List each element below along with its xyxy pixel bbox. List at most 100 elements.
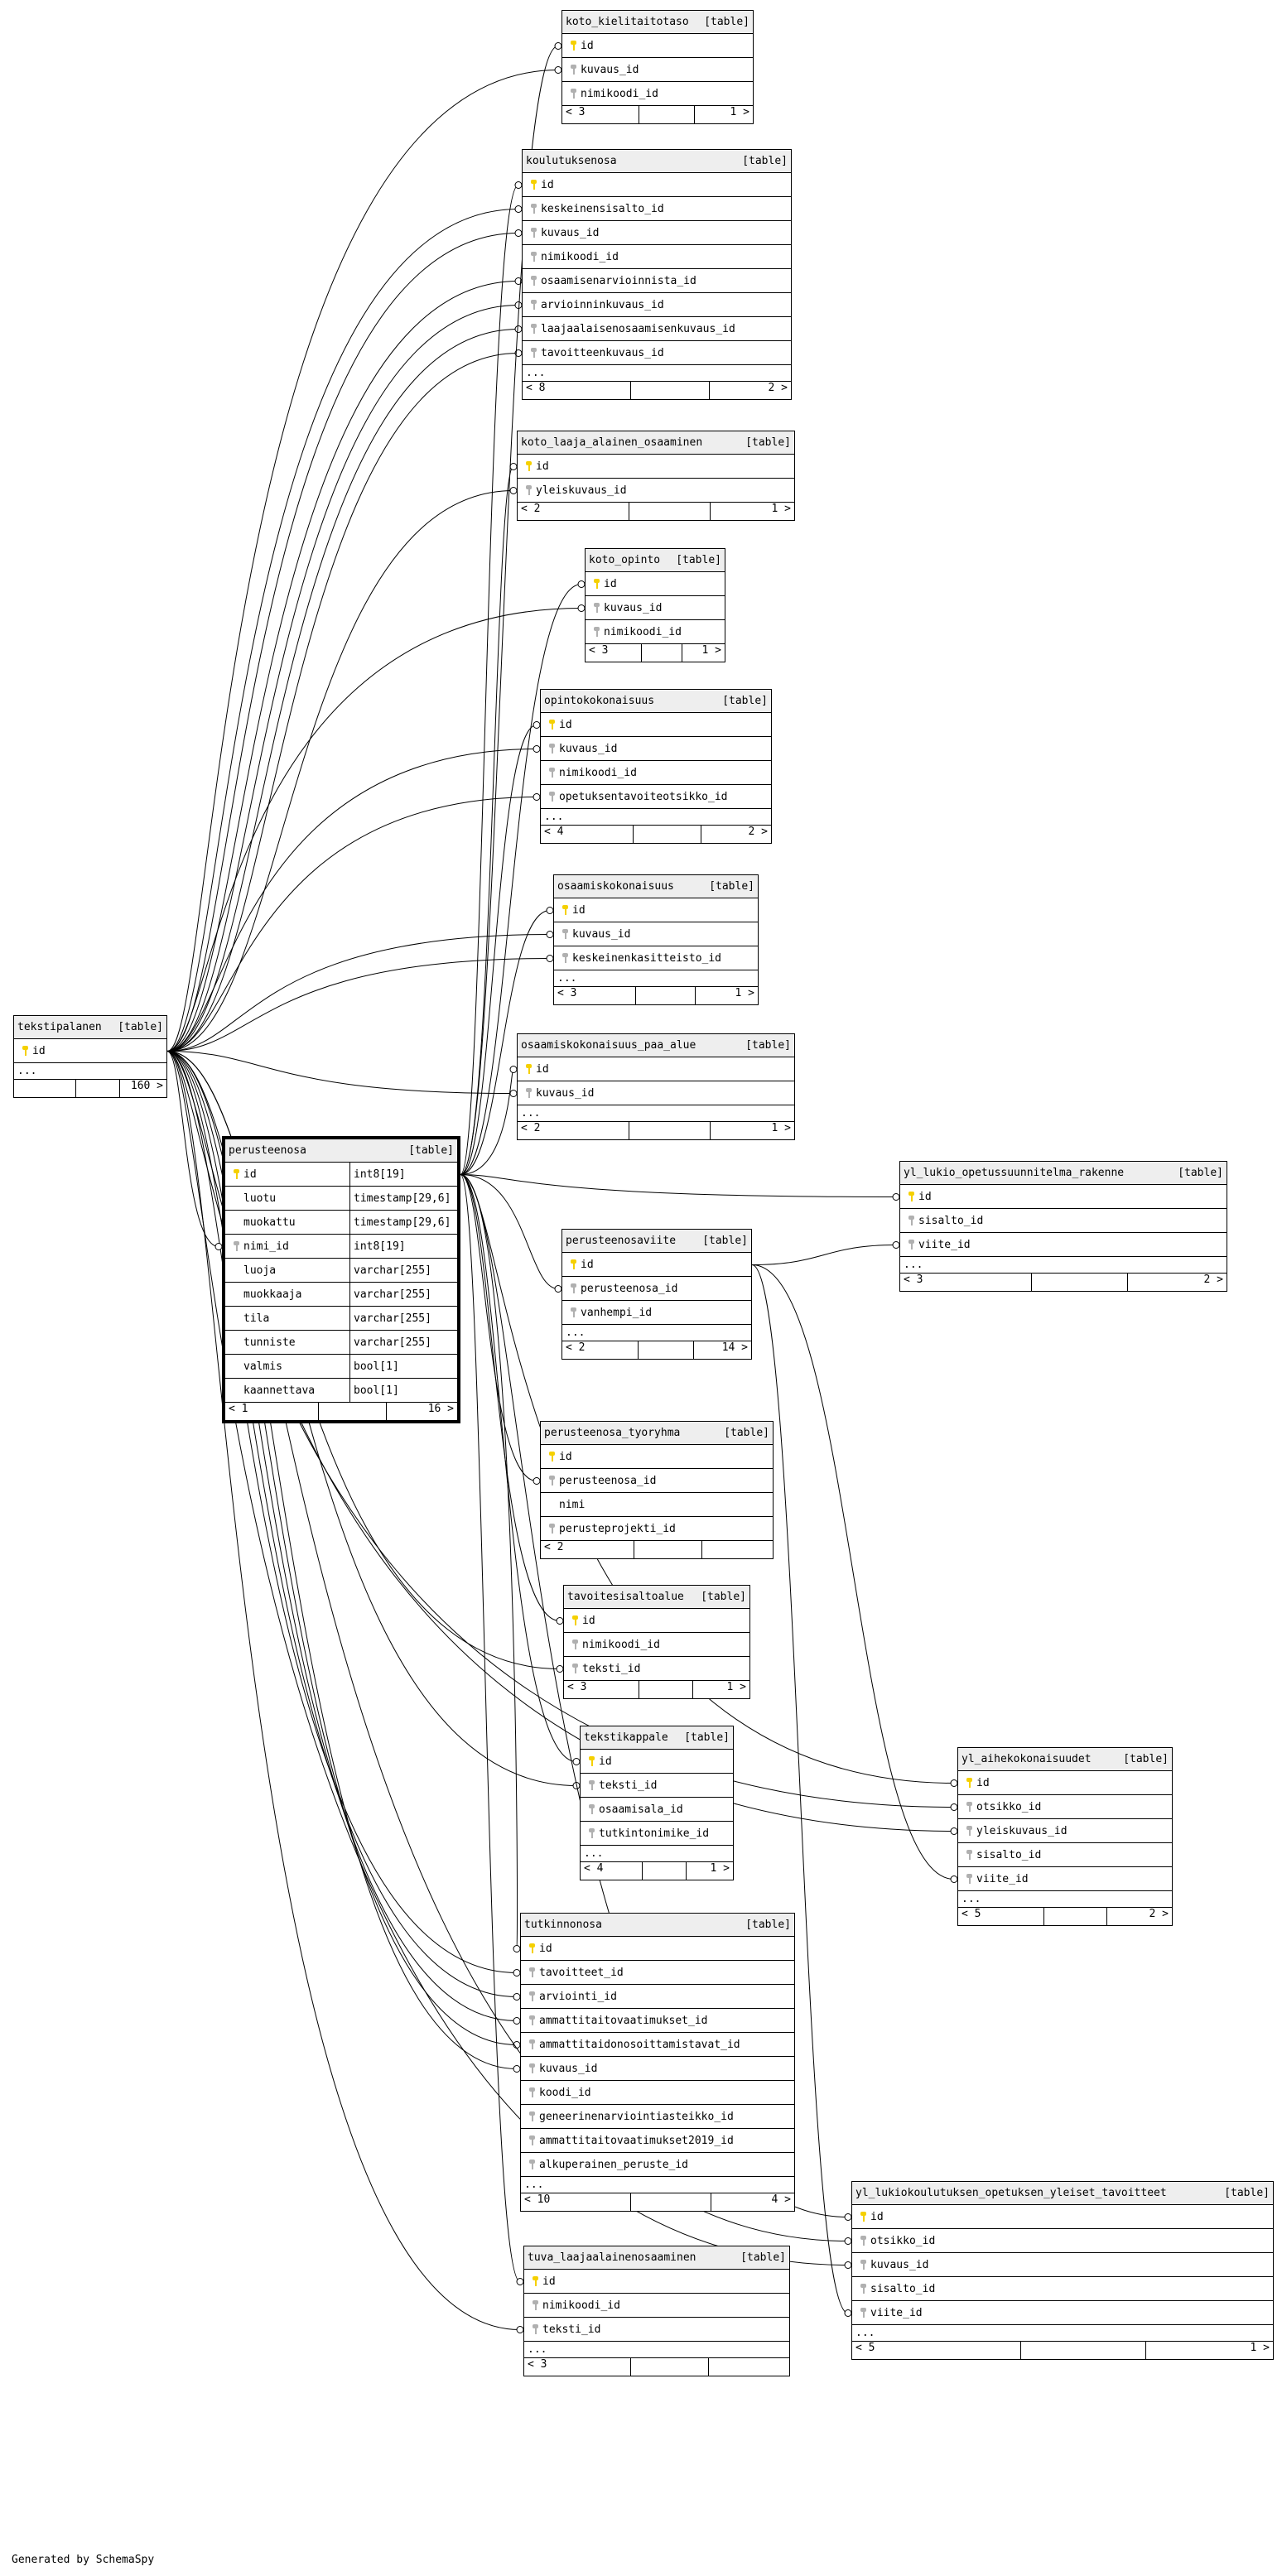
column-row[interactable]: nimikoodi_id: [523, 245, 791, 269]
column-row[interactable]: vanhempi_id: [562, 1301, 751, 1325]
table-name[interactable]: tekstikappale: [584, 1731, 668, 1744]
more-columns-ellipsis[interactable]: ...: [900, 1257, 1227, 1274]
children-count[interactable]: 1 >: [771, 503, 792, 515]
column-row[interactable]: id: [586, 572, 725, 596]
column-row[interactable]: teksti_id: [581, 1774, 733, 1798]
children-count[interactable]: 1 >: [1250, 2342, 1270, 2354]
parents-count[interactable]: < 3: [566, 106, 586, 118]
column-row[interactable]: kuvaus_id: [521, 2057, 794, 2081]
column-row[interactable]: sisalto_id: [900, 1209, 1227, 1233]
column-row[interactable]: otsikko_id: [852, 2229, 1273, 2253]
column-row[interactable]: kuvaus_id: [586, 596, 725, 620]
parents-count[interactable]: < 2: [521, 1122, 541, 1134]
children-count[interactable]: 2 >: [748, 826, 769, 838]
column-row[interactable]: arvioinninkuvaus_id: [523, 293, 791, 317]
children-count[interactable]: 16 >: [427, 1403, 454, 1415]
table-name[interactable]: koto_kielitaitotaso: [566, 16, 689, 28]
column-row[interactable]: id: [524, 2270, 789, 2294]
column-row[interactable]: perusteprojekti_id: [541, 1517, 773, 1541]
column-row[interactable]: nimi: [541, 1493, 773, 1517]
column-row[interactable]: kuvaus_id: [554, 922, 758, 946]
column-row[interactable]: viite_id: [852, 2301, 1273, 2325]
table-name[interactable]: tavoitesisaltoalue: [567, 1591, 684, 1603]
more-columns-ellipsis[interactable]: ...: [562, 1325, 751, 1341]
column-row[interactable]: kuvaus_id: [852, 2253, 1273, 2277]
more-columns-ellipsis[interactable]: ...: [554, 970, 758, 987]
children-count[interactable]: [702, 1541, 773, 1558]
table-name[interactable]: koto_laaja_alainen_osaaminen: [521, 436, 703, 449]
column-row[interactable]: nimikoodi_id: [564, 1633, 749, 1657]
column-row[interactable]: kuvaus_id: [541, 737, 771, 761]
more-columns-ellipsis[interactable]: ...: [852, 2325, 1273, 2342]
table-name[interactable]: koulutuksenosa: [526, 155, 617, 167]
parents-count[interactable]: < 2: [566, 1341, 586, 1354]
parents-count[interactable]: < 4: [544, 826, 564, 838]
column-row[interactable]: ammattitaitovaatimukset_id: [521, 2009, 794, 2033]
parents-count[interactable]: < 8: [526, 382, 546, 394]
column-row[interactable]: id: [541, 713, 771, 737]
column-row[interactable]: osaamisala_id: [581, 1798, 733, 1822]
children-count[interactable]: 1 >: [710, 1862, 730, 1875]
column-row[interactable]: id: [554, 898, 758, 922]
column-row[interactable]: perusteenosa_id: [541, 1469, 773, 1493]
parents-count[interactable]: < 3: [589, 644, 609, 657]
column-row[interactable]: teksti_id: [564, 1657, 749, 1681]
parents-count[interactable]: < 3: [528, 2358, 547, 2371]
children-count[interactable]: 1 >: [735, 987, 754, 999]
column-row[interactable]: tavoitteenkuvaus_id: [523, 341, 791, 365]
column-row[interactable]: nimikoodi_id: [562, 82, 753, 106]
column-row[interactable]: id: [521, 1937, 794, 1961]
children-count[interactable]: 1 >: [771, 1122, 792, 1134]
children-count[interactable]: 2 >: [768, 382, 788, 394]
column-row[interactable]: id: [14, 1039, 166, 1063]
column-row[interactable]: laajaalaisenosaamisenkuvaus_id: [523, 317, 791, 341]
column-row[interactable]: keskeinensisalto_id: [523, 197, 791, 221]
column-row[interactable]: id: [564, 1609, 749, 1633]
more-columns-ellipsis[interactable]: ...: [581, 1846, 733, 1862]
column-row[interactable]: id: [900, 1185, 1227, 1209]
parents-count[interactable]: < 3: [904, 1274, 923, 1286]
parents-count[interactable]: < 3: [567, 1681, 587, 1693]
parents-count[interactable]: < 5: [962, 1908, 981, 1920]
column-row[interactable]: sisalto_id: [958, 1843, 1172, 1867]
table-name[interactable]: tuva_laajaalainenosaaminen: [528, 2251, 696, 2264]
column-row[interactable]: id: [562, 34, 753, 58]
parents-count[interactable]: < 4: [584, 1862, 604, 1875]
column-row[interactable]: koodi_id: [521, 2081, 794, 2105]
parents-count[interactable]: < 5: [855, 2342, 875, 2354]
column-row[interactable]: kuvaus_id: [523, 221, 791, 245]
column-row[interactable]: ammattitaidonosoittamistavat_id: [521, 2033, 794, 2057]
more-columns-ellipsis[interactable]: ...: [523, 365, 791, 382]
column-row[interactable]: id: [562, 1253, 751, 1277]
column-row[interactable]: id: [541, 1445, 773, 1469]
table-name[interactable]: osaamiskokonaisuus: [557, 880, 674, 893]
column-row[interactable]: id: [523, 173, 791, 197]
table-name[interactable]: yl_aihekokonaisuudet: [962, 1753, 1092, 1765]
more-columns-ellipsis[interactable]: ...: [518, 1105, 794, 1122]
column-row[interactable]: viite_id: [900, 1233, 1227, 1257]
parents-count[interactable]: < 3: [557, 987, 577, 999]
column-row[interactable]: yleiskuvaus_id: [958, 1819, 1172, 1843]
children-count[interactable]: 160 >: [130, 1080, 164, 1092]
column-row[interactable]: tavoitteet_id: [521, 1961, 794, 1985]
column-row[interactable]: ammattitaitovaatimukset2019_id: [521, 2129, 794, 2153]
column-row[interactable]: arviointi_id: [521, 1985, 794, 2009]
more-columns-ellipsis[interactable]: ...: [521, 2177, 794, 2193]
column-row[interactable]: perusteenosa_id: [562, 1277, 751, 1301]
children-count[interactable]: 2 >: [1149, 1908, 1169, 1920]
table-name[interactable]: tutkinnonosa: [524, 1919, 602, 1931]
column-row[interactable]: yleiskuvaus_id: [518, 479, 794, 503]
